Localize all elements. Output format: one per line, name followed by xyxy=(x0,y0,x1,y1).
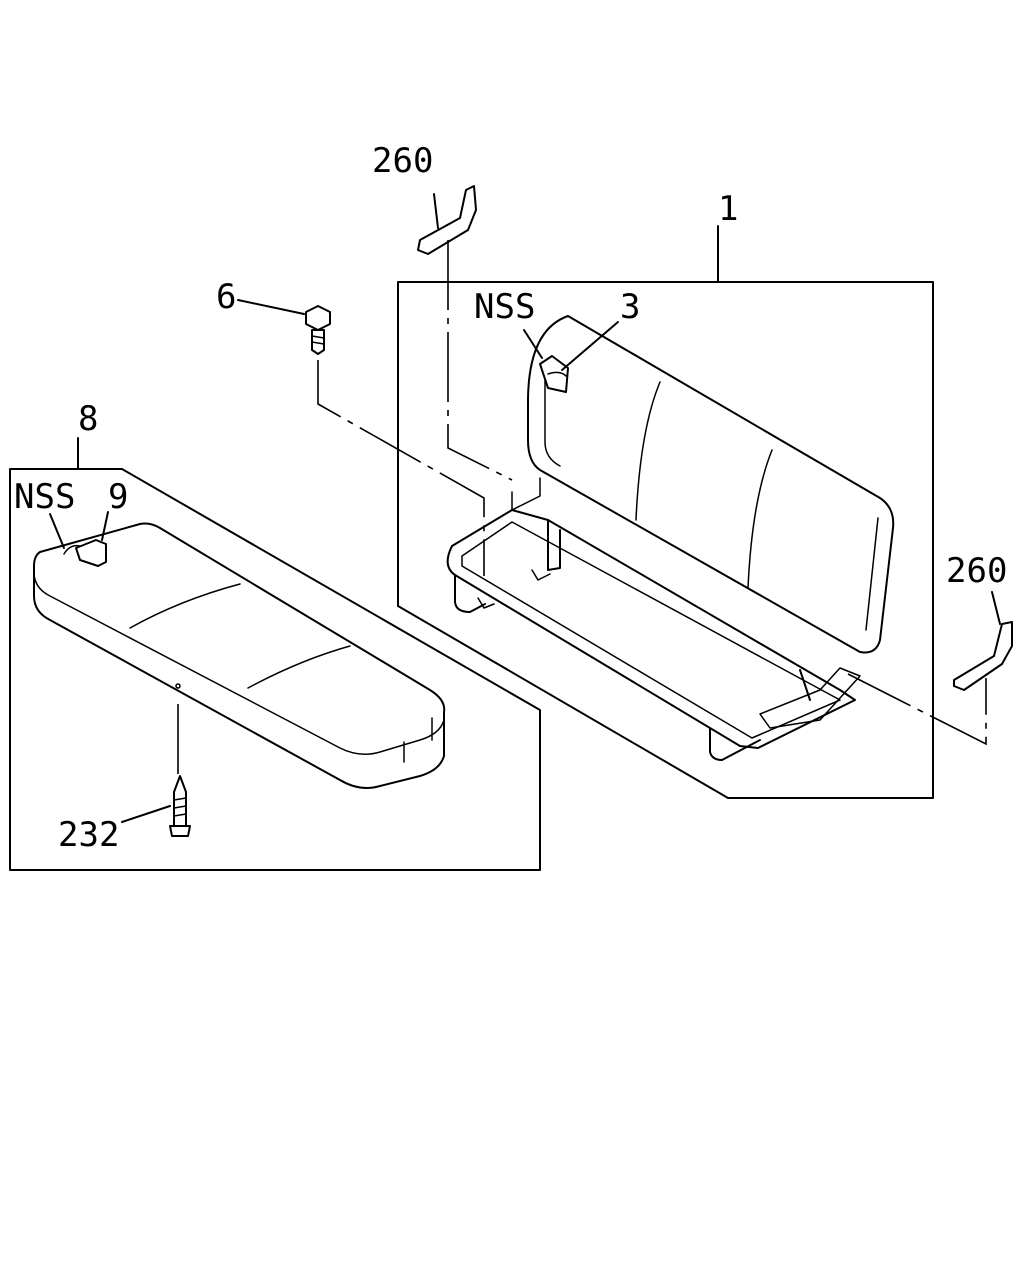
seat-back xyxy=(527,315,895,654)
label-8: 8 xyxy=(78,399,98,439)
label-260-top: 260 xyxy=(372,141,433,181)
hinge-cover-3 xyxy=(539,355,569,393)
label-9: 9 xyxy=(108,477,128,517)
label-nss-top: NSS xyxy=(474,287,535,327)
assembly-1-frame xyxy=(397,281,934,799)
label-232: 232 xyxy=(58,815,119,855)
seat-frame xyxy=(446,477,861,761)
leader-lines xyxy=(49,193,1001,823)
label-6: 6 xyxy=(216,277,236,317)
label-3: 3 xyxy=(620,287,640,327)
bolt-6 xyxy=(305,305,331,355)
trim-260-top xyxy=(417,185,477,255)
seat-cushion xyxy=(33,522,446,789)
screw-232 xyxy=(169,775,191,837)
assembly-8-frame xyxy=(9,468,541,871)
label-1: 1 xyxy=(718,189,738,229)
label-260-right: 260 xyxy=(946,551,1007,591)
label-nss-left: NSS xyxy=(14,477,75,517)
clip-9 xyxy=(63,539,107,567)
trim-260-right xyxy=(953,621,1013,691)
